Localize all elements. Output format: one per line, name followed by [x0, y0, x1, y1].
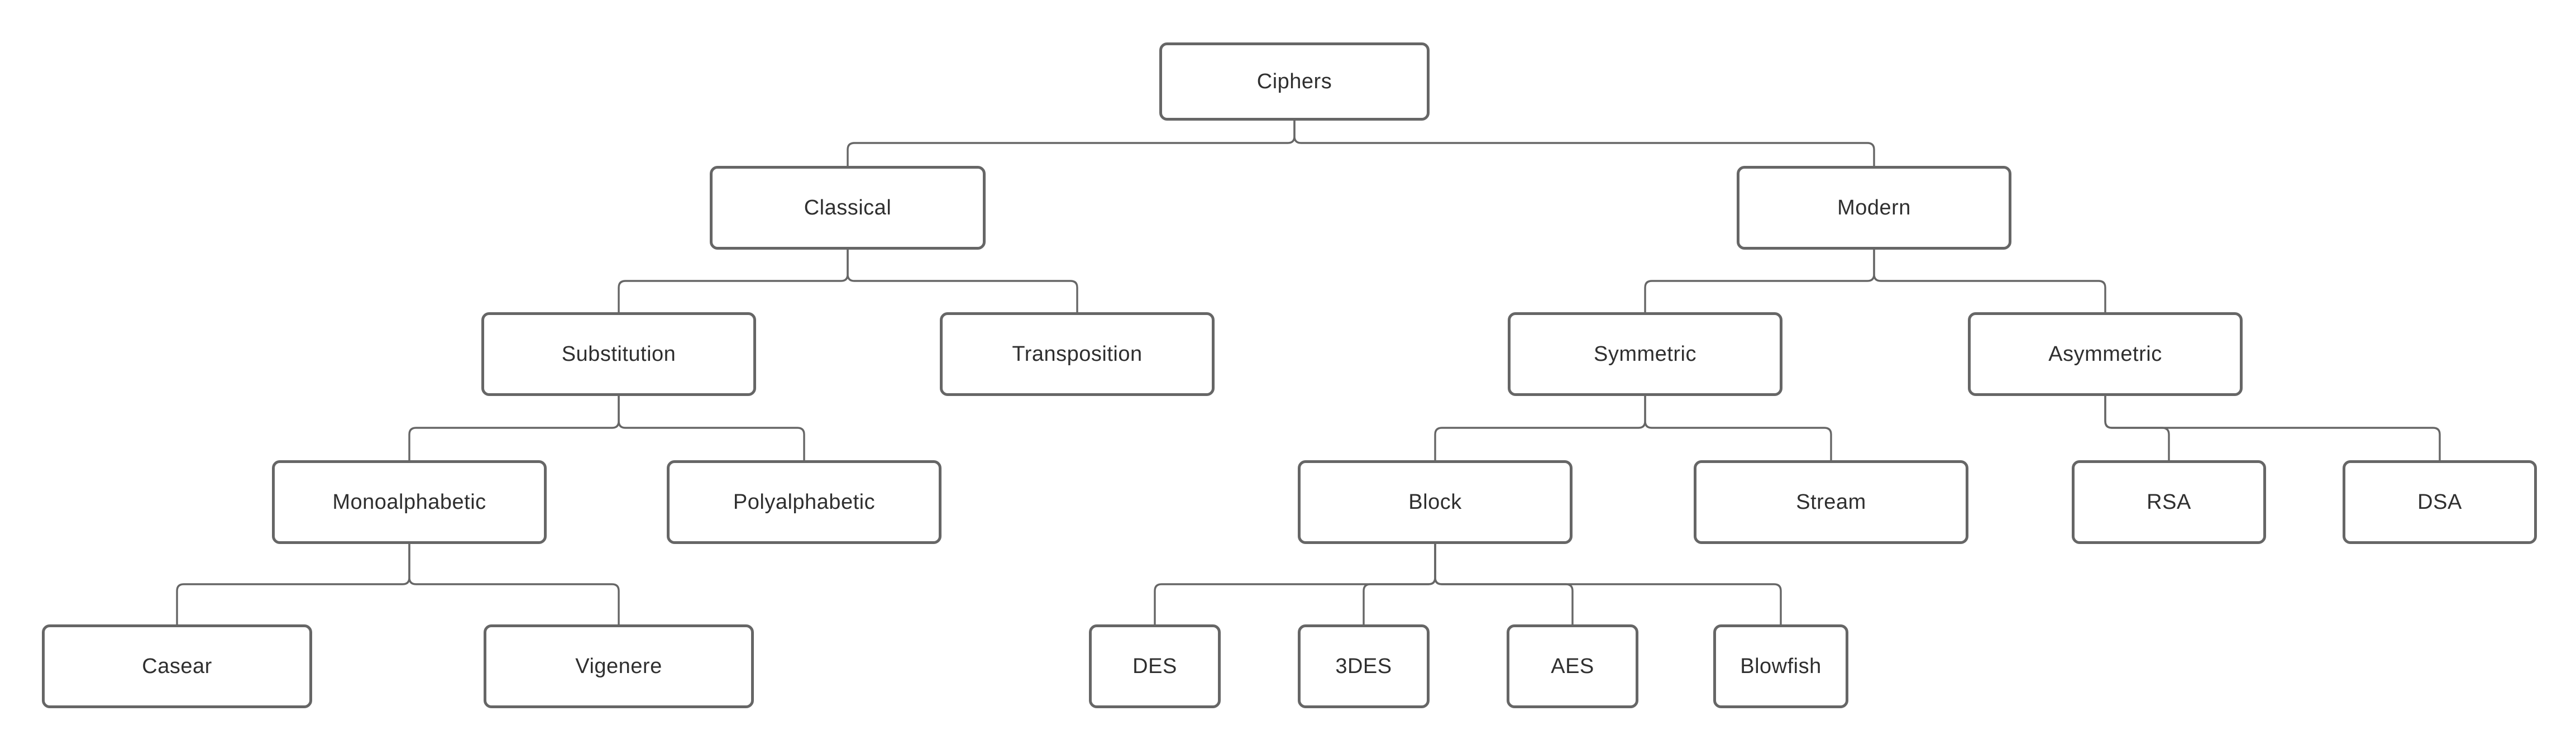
edge-symmetric-stream	[1644, 396, 1832, 460]
node-label: Vigenere	[575, 654, 662, 678]
edge-ciphers-modern	[1293, 121, 1875, 166]
node-classical: Classical	[710, 166, 986, 250]
node-stream: Stream	[1694, 460, 1968, 544]
node-blowfish: Blowfish	[1713, 624, 1848, 708]
node-label: Polyalphabetic	[733, 490, 876, 514]
node-rsa: RSA	[2072, 460, 2266, 544]
node-label: Ciphers	[1256, 69, 1332, 93]
node-des: DES	[1089, 624, 1221, 708]
node-block: Block	[1298, 460, 1573, 544]
node-symmetric: Symmetric	[1508, 312, 1782, 396]
node-label: 3DES	[1335, 654, 1392, 678]
edge-block-blowfish	[1434, 544, 1782, 624]
node-label: Transposition	[1012, 342, 1143, 366]
edge-substitution-monoalphabetic	[408, 396, 620, 460]
edge-substitution-polyalphabetic	[618, 396, 805, 460]
node-label: Modern	[1837, 195, 1911, 219]
node-label: Asymmetric	[2048, 342, 2162, 366]
edge-block-3des	[1363, 544, 1436, 624]
node-vigenere: Vigenere	[484, 624, 754, 708]
edge-modern-symmetric	[1644, 250, 1875, 312]
node-label: Classical	[804, 195, 892, 219]
node-aes: AES	[1507, 624, 1638, 708]
edge-asymmetric-dsa	[2104, 396, 2441, 460]
node-label: Monoalphabetic	[332, 490, 486, 514]
node-monoalphabetic: Monoalphabetic	[272, 460, 547, 544]
node-asymmetric: Asymmetric	[1968, 312, 2243, 396]
node-label: Symmetric	[1594, 342, 1696, 366]
edge-monoalphabetic-vigenere	[408, 544, 620, 624]
node-3des: 3DES	[1298, 624, 1430, 708]
node-label: AES	[1551, 654, 1594, 678]
node-label: DSA	[2417, 490, 2462, 514]
node-casear: Casear	[42, 624, 312, 708]
edge-ciphers-classical	[847, 121, 1296, 166]
node-polyalphabetic: Polyalphabetic	[667, 460, 941, 544]
edge-symmetric-block	[1434, 396, 1646, 460]
edge-classical-transposition	[847, 250, 1078, 312]
node-label: Blowfish	[1740, 654, 1822, 678]
node-substitution: Substitution	[481, 312, 756, 396]
edge-monoalphabetic-casear	[176, 544, 410, 624]
node-label: Substitution	[561, 342, 676, 366]
node-modern: Modern	[1737, 166, 2011, 250]
node-dsa: DSA	[2343, 460, 2537, 544]
node-transposition: Transposition	[940, 312, 1215, 396]
node-ciphers: Ciphers	[1159, 42, 1430, 121]
node-label: RSA	[2147, 490, 2191, 514]
edge-modern-asymmetric	[1873, 250, 2106, 312]
node-label: Stream	[1796, 490, 1866, 514]
node-label: DES	[1132, 654, 1177, 678]
node-label: Casear	[142, 654, 212, 678]
edge-classical-substitution	[618, 250, 849, 312]
node-label: Block	[1408, 490, 1462, 514]
